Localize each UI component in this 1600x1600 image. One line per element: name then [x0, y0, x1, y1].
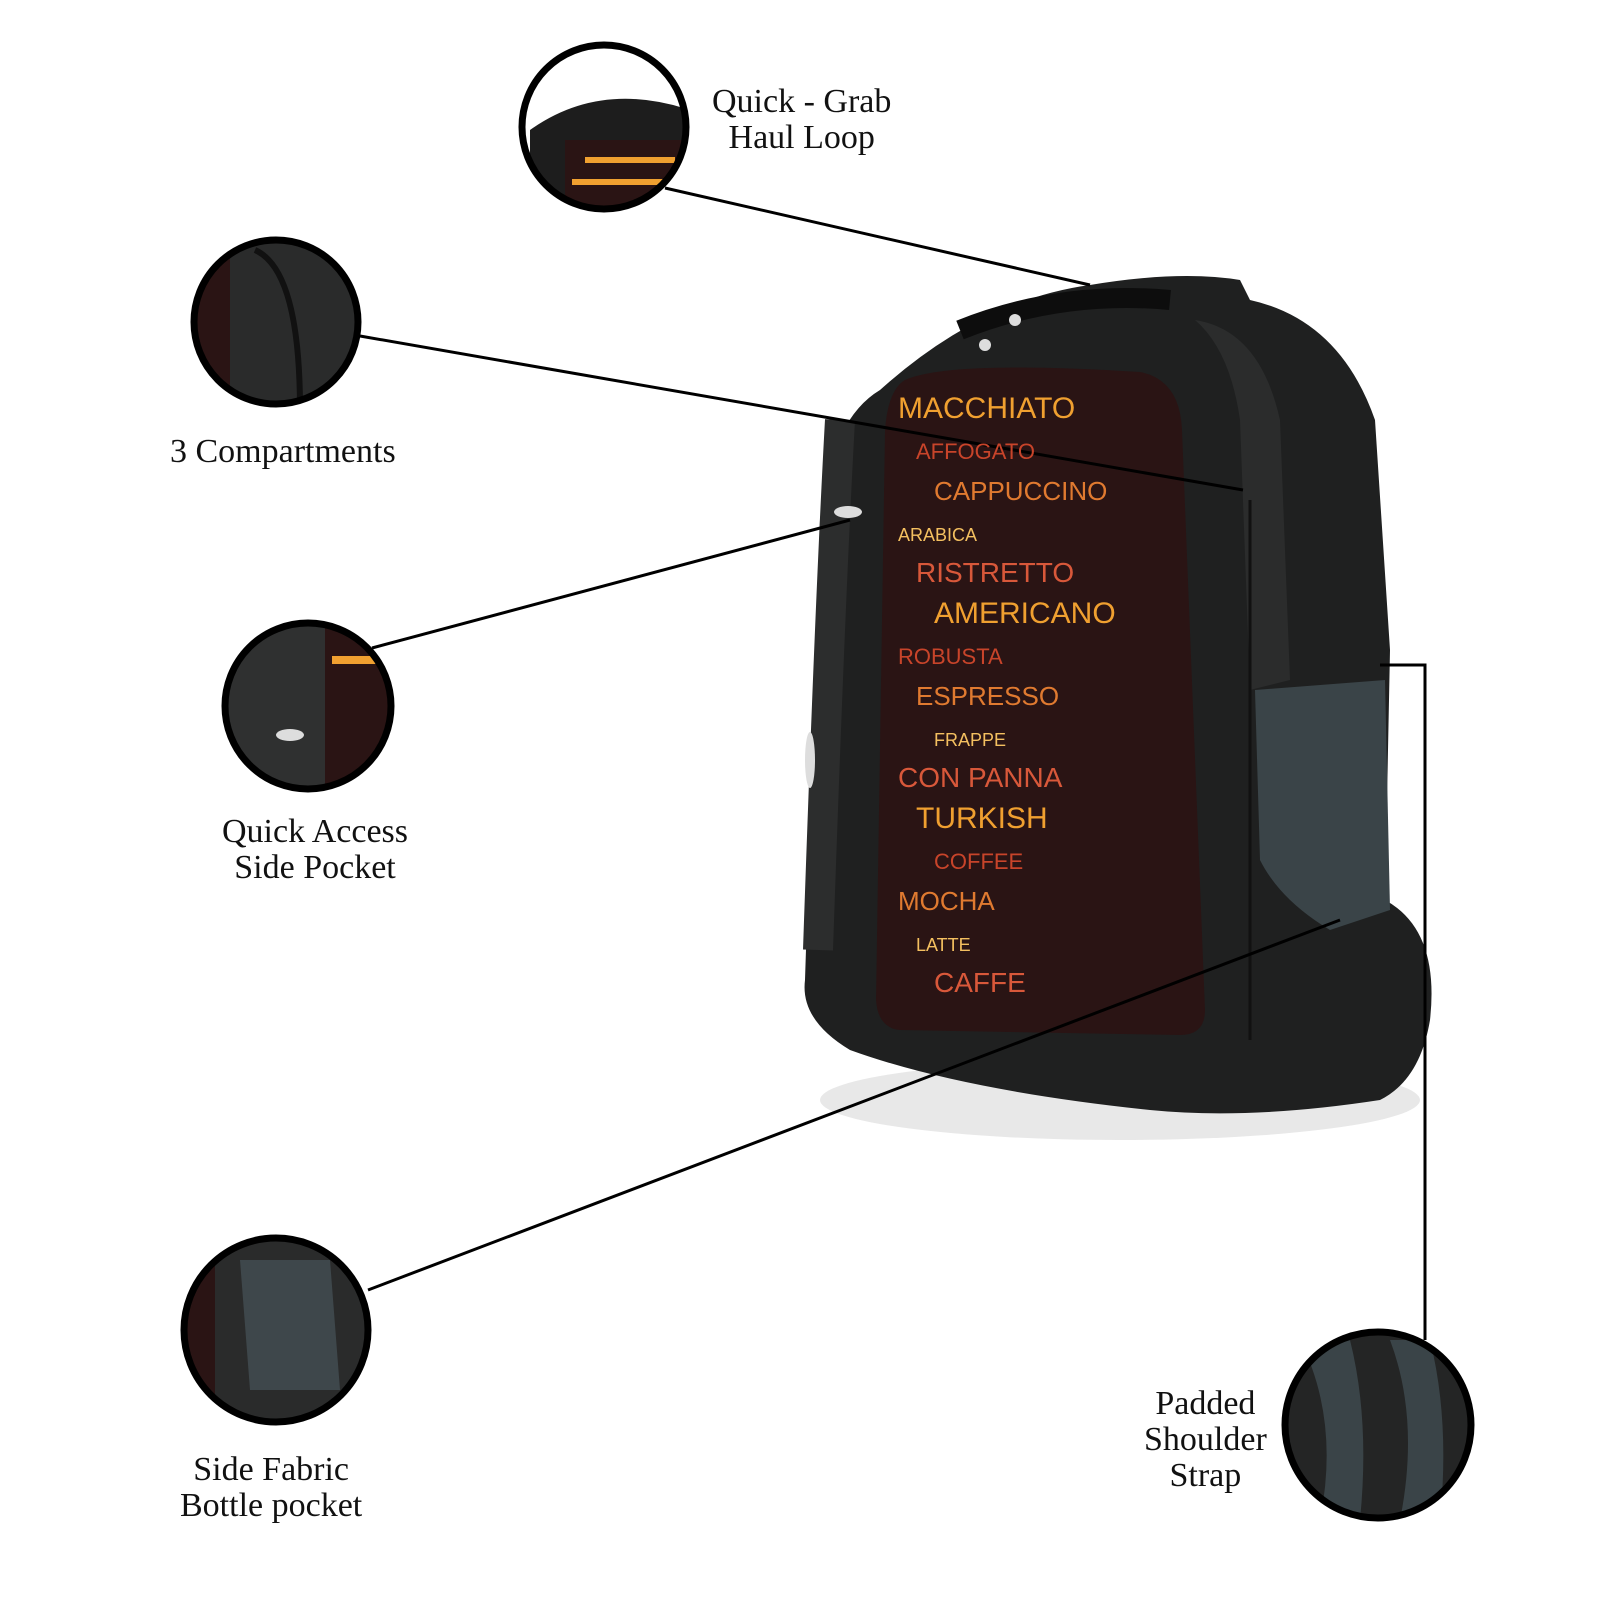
pattern-word: ARABICA [898, 525, 977, 545]
pattern-word: FRAPPE [934, 730, 1006, 750]
pattern-word: AMERICANO [934, 597, 1116, 630]
pattern-word: MACCHIATO [898, 392, 1075, 425]
shoulder-strap-leader-line [1380, 663, 1427, 1340]
backpack-image [803, 276, 1432, 1114]
shoulder-strap-label: Padded Shoulder Strap [1144, 1386, 1267, 1494]
label-line: Quick Access [222, 813, 409, 850]
haul-loop-detail-circle [518, 41, 690, 213]
haul-loop-label: Quick - Grab Haul Loop [712, 84, 891, 156]
pattern-word: ROBUSTA [898, 644, 1003, 669]
label-line: Quick - Grab [712, 83, 892, 120]
compartments-label: 3 Compartments [170, 434, 396, 470]
label-line: Bottle pocket [180, 1487, 363, 1524]
label-line: Side Fabric [193, 1451, 350, 1488]
pattern-word: COFFEE [934, 849, 1023, 874]
haul-loop-leader-line [664, 186, 1091, 287]
pattern-word: RISTRETTO [916, 557, 1074, 588]
shoulder-strap-detail-circle [1281, 1328, 1475, 1522]
pattern-word: LATTE [916, 935, 971, 955]
label-line: Strap [1169, 1457, 1242, 1494]
bottle-pocket-leader-line [367, 918, 1341, 1292]
bottle-pocket-detail-circle [180, 1234, 372, 1426]
pattern-word: CAFFE [934, 967, 1026, 998]
bottle-pocket-label: Side Fabric Bottle pocket [180, 1452, 362, 1524]
label-line: Haul Loop [728, 119, 875, 156]
pattern-word: ESPRESSO [916, 681, 1059, 711]
pattern-word: MOCHA [898, 886, 995, 916]
pattern-word: CAPPUCCINO [934, 476, 1107, 506]
label-line: Shoulder [1144, 1421, 1267, 1458]
compartments-detail-circle [190, 236, 362, 408]
pattern-word: AFFOGATO [916, 439, 1035, 464]
pattern-word: CON PANNA [898, 762, 1063, 793]
label-line: 3 Compartments [170, 433, 396, 470]
compartments-leader-line [359, 334, 1244, 492]
side-pocket-leader-line [371, 518, 851, 650]
side-pocket-detail-circle [221, 619, 395, 793]
side-pocket-label: Quick Access Side Pocket [222, 814, 408, 886]
print-panel [876, 367, 1205, 1035]
label-line: Side Pocket [234, 849, 396, 886]
pattern-word: TURKISH [916, 802, 1048, 835]
label-line: Padded [1155, 1385, 1256, 1422]
panel-pattern: MACCHIATO AFFOGATO CAPPUCCINO ARABICA RISTRE… [898, 392, 1116, 998]
